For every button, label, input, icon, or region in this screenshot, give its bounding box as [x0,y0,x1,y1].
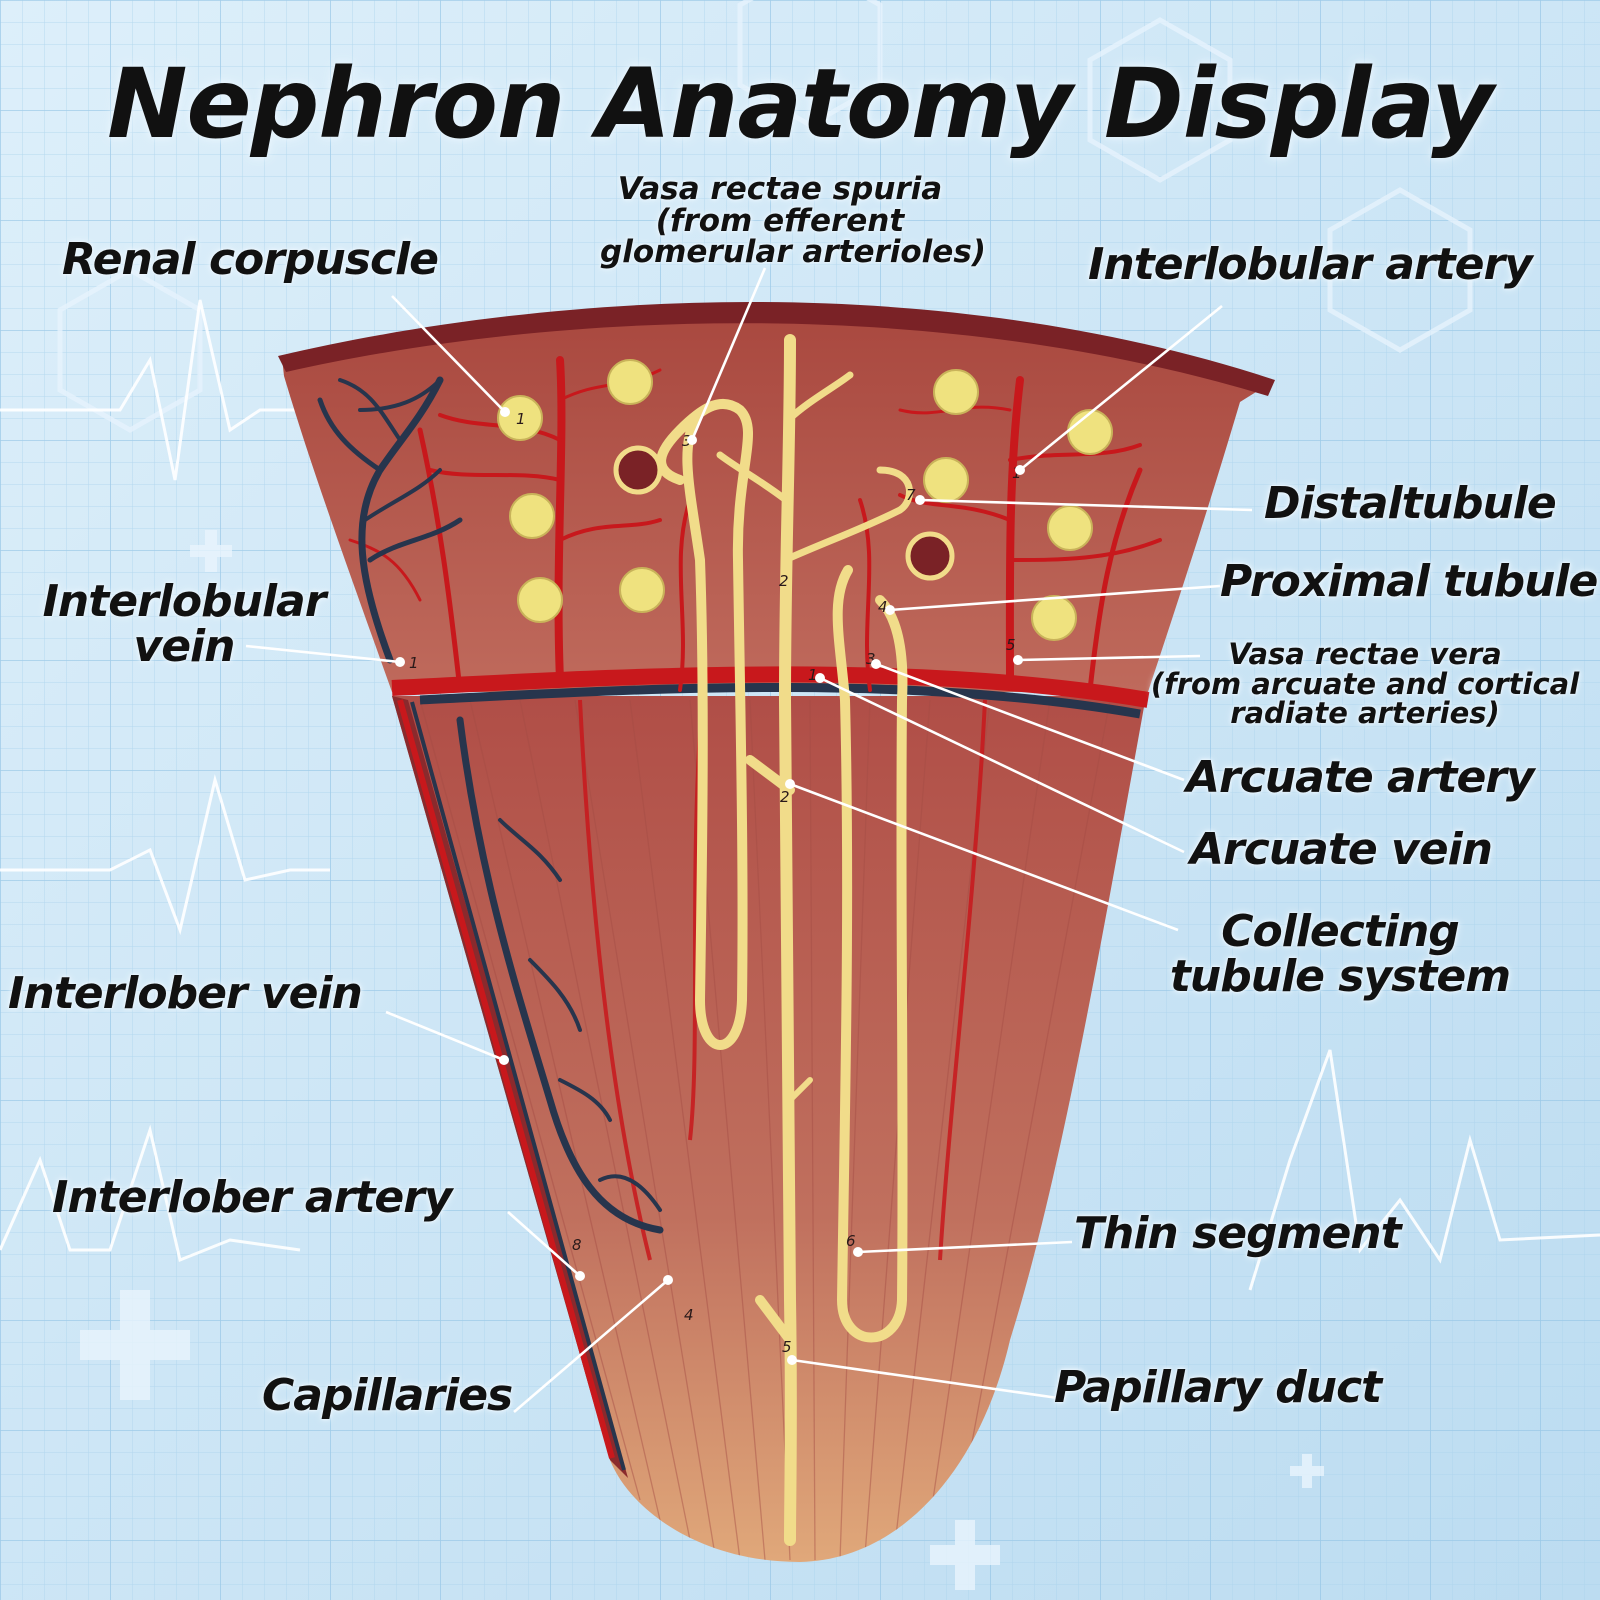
model-number: 5 [1006,636,1016,654]
glomeruli [497,359,1113,641]
model-number: 1 [409,654,419,672]
label-interlobular-vein: Interlobular vein [14,576,354,672]
label-interlober-artery: Interlober artery [52,1172,453,1223]
model-number: 6 [846,1232,856,1250]
corpuscles [613,445,955,581]
model-number: 3 [866,650,876,668]
medical-cross-icons [80,530,1324,1590]
ecg-lines [0,299,1600,1291]
label-arcuate-artery: Arcuate artery [1186,752,1535,803]
label-collecting-tubule-system: Collecting tubule system [1150,906,1530,1002]
model-number: 1 [808,666,818,684]
tubules [656,334,913,1546]
label-vasa-rectae-vera: Vasa rectae vera (from arcuate and corti… [1150,637,1580,731]
model-number: 4 [878,598,888,616]
kidney-model: 1 2 7 4 3 5 1 2 1 1 8 4 6 3 5 [278,301,1275,1562]
label-renal-corpuscle: Renal corpuscle [62,234,439,285]
label-line: vein [133,620,236,672]
model-number: 4 [684,1306,694,1324]
label-line: tubule system [1169,950,1511,1002]
label-capillaries: Capillaries [262,1370,513,1421]
model-number: 2 [779,572,789,590]
label-arcuate-vein: Arcuate vein [1190,824,1493,875]
label-distal-tubule: Distaltubule [1264,478,1557,529]
page-title: Nephron Anatomy Display [107,48,1494,160]
label-line: (from efferent [655,202,905,239]
leader-lines [245,267,1253,1413]
label-line: Collecting [1221,906,1460,957]
label-thin-segment: Thin segment [1074,1208,1402,1259]
cortex [282,310,1272,692]
veins [317,376,664,1234]
label-line: (from arcuate and cortical [1150,666,1580,701]
cortex-top-edge [278,301,1275,396]
label-vasa-rectae-spuria: Vasa rectae spuria (from efferent glomer… [600,171,986,271]
model-number: 7 [906,486,916,504]
label-line: radiate arteries) [1230,696,1500,731]
label-line: Interlobular [42,576,327,627]
model-number: 1 [516,410,526,428]
label-line: Vasa rectae vera [1228,637,1502,671]
model-number: 3 [682,432,692,450]
label-line: glomerular arterioles) [600,234,986,271]
model-numbers: 1 2 7 4 3 5 1 2 1 1 8 4 6 3 5 [409,410,1022,1356]
background-hexagons [57,0,1473,433]
label-interlober-vein: Interlober vein [8,968,363,1019]
model-number: 2 [780,788,790,806]
label-line: Vasa rectae spuria [617,171,943,207]
label-papillary-duct: Papillary duct [1054,1362,1382,1413]
label-interlobular-artery: Interlobular artery [1088,239,1533,290]
label-proximal-tubule: Proximal tubule [1220,556,1598,607]
model-number: 5 [782,1338,792,1356]
model-number: 8 [572,1236,582,1254]
